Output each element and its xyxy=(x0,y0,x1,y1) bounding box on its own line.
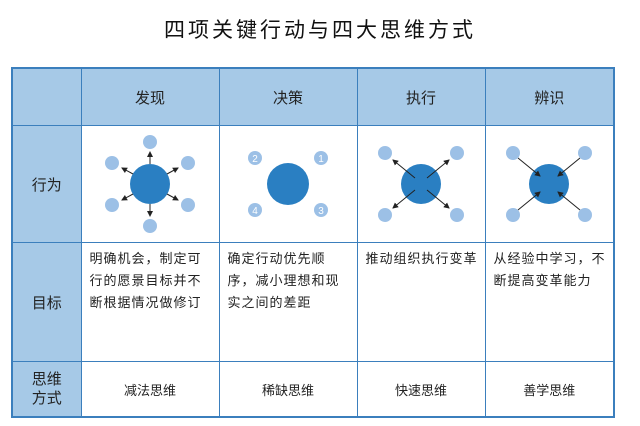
center-circle xyxy=(130,164,170,204)
satellite-number-1: 1 xyxy=(318,154,324,165)
row-label-behavior: 行为 xyxy=(11,125,82,243)
row-label-mode-line2: 方式 xyxy=(31,389,62,407)
header-row: 发现 决策 执行 辨识 xyxy=(11,67,615,126)
mode-decide: 稀缺思维 xyxy=(218,361,358,418)
center-circle xyxy=(267,163,309,205)
satellite-number-4: 4 xyxy=(252,206,258,217)
decide-diagram-cell: 1 2 3 4 xyxy=(218,125,358,243)
discover-diagram-cell xyxy=(80,125,220,243)
satellite-circles xyxy=(378,146,464,222)
inward-arrows xyxy=(517,157,581,211)
decide-diagram: 1 2 3 4 xyxy=(248,151,328,217)
center-circle xyxy=(529,164,570,204)
goal-discern: 从经验中学习，不断提高变革能力 xyxy=(484,242,615,362)
corner-cell xyxy=(11,67,82,126)
goal-row: 目标 明确机会，制定可行的愿景目标并不断根据情况做修订 确定行动优先顺序，减小理… xyxy=(11,242,615,362)
satellite-4 xyxy=(248,203,262,217)
column-header-discern: 辨识 xyxy=(484,67,615,126)
goal-decide: 确定行动优先顺序，减小理想和现实之间的差距 xyxy=(218,242,358,362)
goal-execute: 推动组织执行变革 xyxy=(356,242,486,362)
behavior-row: 行为 xyxy=(11,125,615,243)
satellite-1 xyxy=(314,151,328,165)
center-circle xyxy=(401,164,441,204)
numbered-satellites: 1 2 3 4 xyxy=(248,151,328,217)
mode-discern: 善学思维 xyxy=(484,361,615,418)
mode-execute: 快速思维 xyxy=(356,361,486,418)
row-label-mode-line1: 思维 xyxy=(31,370,62,388)
row-label-goal: 目标 xyxy=(11,242,82,362)
satellite-circles xyxy=(105,135,195,233)
satellite-3 xyxy=(314,203,328,217)
satellite-2 xyxy=(248,151,262,165)
framework-table: 发现 决策 执行 辨识 行为 xyxy=(11,67,615,418)
discern-diagram xyxy=(506,146,593,222)
row-label-mode: 思维 方式 xyxy=(11,361,82,418)
satellite-circles xyxy=(506,146,593,222)
column-header-execute: 执行 xyxy=(356,67,486,126)
satellite-number-3: 3 xyxy=(318,206,324,217)
mode-row: 思维 方式 减法思维 稀缺思维 快速思维 善学思维 xyxy=(11,361,615,418)
discover-diagram xyxy=(105,135,195,233)
outward-arrows xyxy=(121,151,179,217)
column-header-discover: 发现 xyxy=(80,67,220,126)
execute-diagram-cell xyxy=(356,125,486,243)
goal-discover: 明确机会，制定可行的愿景目标并不断根据情况做修订 xyxy=(80,242,220,362)
column-header-decide: 决策 xyxy=(218,67,358,126)
satellite-number-2: 2 xyxy=(252,154,258,165)
execute-diagram xyxy=(378,146,464,222)
mode-discover: 减法思维 xyxy=(80,361,220,418)
outward-arrows xyxy=(392,159,450,209)
page-title: 四项关键行动与四大思维方式 xyxy=(164,18,476,42)
discern-diagram-cell xyxy=(484,125,615,243)
